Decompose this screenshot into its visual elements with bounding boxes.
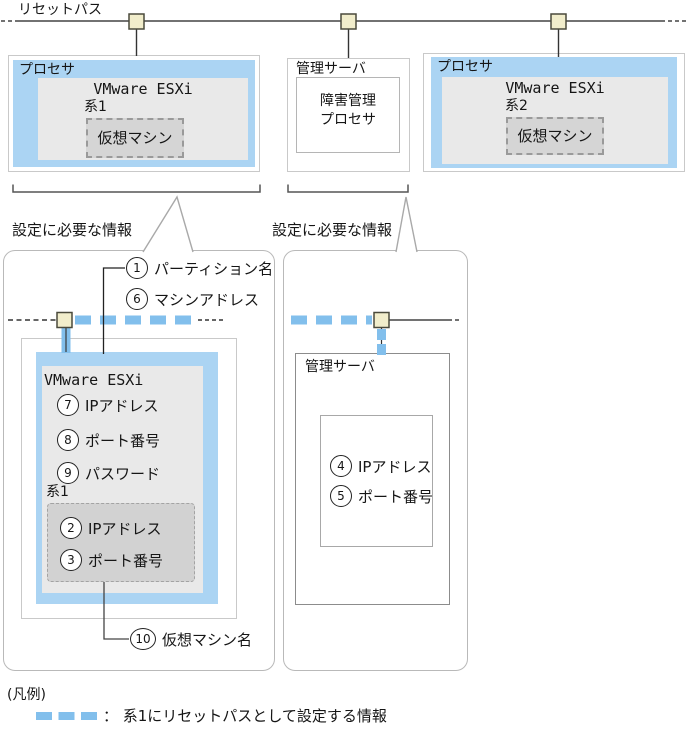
processor1-title: プロセサ [19,62,75,78]
required-info-label-right: 設定に必要な情報 [272,221,393,239]
processor1-vm-label: 仮想マシン [97,129,173,147]
item-ip-address-7: 7 IPアドレス [57,394,158,416]
item-port-number-8: 8 ポート番号 [57,429,160,451]
item-password-9: 9 パスワード [57,462,160,484]
vm-port-number-label-3: ポート番号 [88,551,164,570]
fault-mgmt-line2: プロセサ [320,112,376,128]
legend-blue-dash-swatch [36,712,97,720]
circle-8: 8 [57,429,79,451]
processor2-title: プロセサ [437,59,493,75]
circle-10: 10 [130,628,156,650]
legend-title: (凡例) [7,687,46,703]
partition-name-label: パーティション名 [154,259,274,278]
circle-9: 9 [57,462,79,484]
item-mgmt-port-number-5: 5 ポート番号 [330,485,433,507]
processor1-vm-box: 仮想マシン [86,118,184,158]
mgmt-port-number-label-5: ポート番号 [358,487,434,506]
processor2-vm-box: 仮想マシン [506,117,604,155]
vm-ip-address-label-2: IPアドレス [88,519,162,538]
password-label-9: パスワード [85,464,161,483]
port-number-label-8: ポート番号 [85,431,161,450]
required-info-label-left: 設定に必要な情報 [12,221,133,239]
processor2-esxi-label: VMware ESXi [505,79,605,97]
network-node-3 [550,13,567,30]
circle-2: 2 [60,517,82,539]
processor2-vm-label: 仮想マシン [517,127,593,145]
callout-triangle-right-fill [396,197,417,252]
item-mgmt-ip-address-4: 4 IPアドレス [330,455,431,477]
mgmt-server-title: 管理サーバ [296,61,366,77]
detail-system-label: 系1 [46,484,69,500]
circle-4: 4 [330,455,352,477]
item-vm-port-number-3: 3 ポート番号 [60,549,163,571]
item-vm-ip-address-2: 2 IPアドレス [60,517,161,539]
machine-address-label: マシンアドレス [154,290,260,309]
circle-5: 5 [330,485,352,507]
network-node-1 [128,13,145,30]
mgmt-detail-title: 管理サーバ [305,359,375,375]
mgmt-detail-inner-box [320,415,433,547]
callout-triangle-left [142,195,194,253]
network-node-2 [340,13,357,30]
item-machine-address: 6 マシンアドレス [126,288,259,310]
processor2-system-label: 系2 [505,98,528,114]
circle-1: 1 [126,257,148,279]
detail-esxi-label: VMware ESXi [44,371,144,389]
legend-entry: ： 系1にリセットパスとして設定する情報 [103,707,387,725]
bracket-left [12,184,261,193]
ip-address-label-7: IPアドレス [85,396,159,415]
reset-path-label: リセットパス [18,2,102,18]
circle-7: 7 [57,394,79,416]
fault-mgmt-line1: 障害管理 [320,93,376,109]
fault-mgmt-box [296,77,400,153]
processor1-system-label: 系1 [84,99,107,115]
item-partition-name: 1 パーティション名 [126,257,273,279]
callout-triangle-left-fill [143,197,193,252]
callout-triangle-right [395,196,418,253]
item-vm-name-10: 10 仮想マシン名 [130,628,252,650]
bracket-right [287,184,409,193]
circle-3: 3 [60,549,82,571]
processor1-esxi-label: VMware ESXi [93,80,193,98]
circle-6: 6 [126,288,148,310]
mgmt-ip-address-label-4: IPアドレス [358,457,432,476]
vm-name-label-10: 仮想マシン名 [162,630,253,649]
